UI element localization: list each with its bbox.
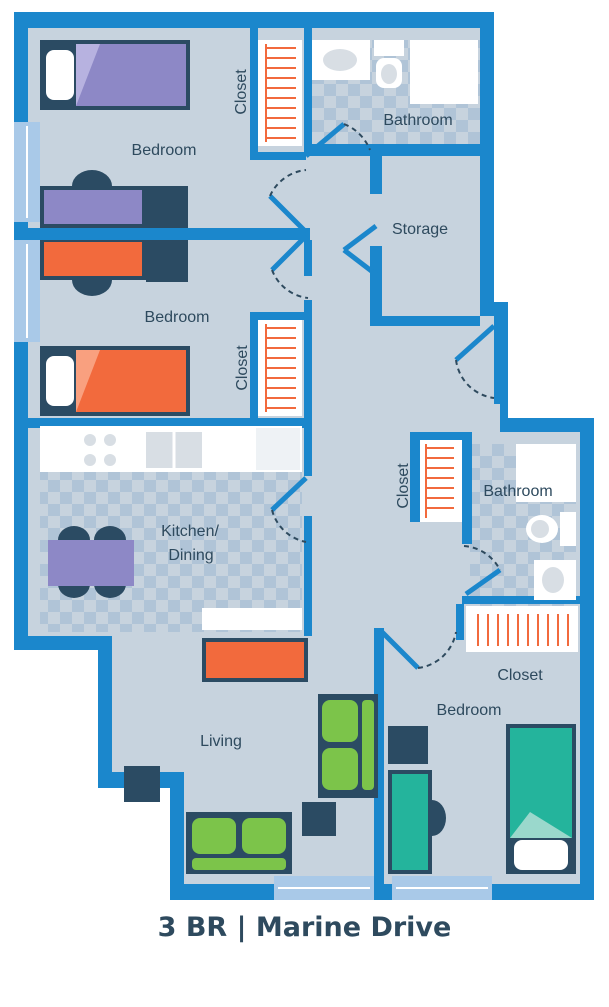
label-living: Living <box>200 733 242 750</box>
doors <box>268 122 502 670</box>
floor-plan: Bedroom Closet Bathroom Storage Bedroom … <box>14 12 594 900</box>
interior-walls <box>28 28 582 900</box>
dining-table <box>48 526 134 598</box>
label-bathroom-1: Bathroom <box>383 112 452 129</box>
room-labels: Bedroom Closet Bathroom Storage Bedroom … <box>132 69 553 750</box>
label-closet-3: Closet <box>395 463 412 509</box>
kitchen-counter <box>40 426 302 472</box>
label-storage: Storage <box>392 221 448 238</box>
label-closet-1: Closet <box>233 69 250 115</box>
label-bedroom-3: Bedroom <box>437 702 502 719</box>
label-bedroom-2: Bedroom <box>145 309 210 326</box>
bedroom-1-furniture <box>40 40 190 228</box>
bedroom-3-furniture <box>388 724 576 874</box>
closet-shelving <box>258 40 578 652</box>
label-closet-2: Closet <box>234 345 251 391</box>
label-closet-4: Closet <box>497 667 543 684</box>
label-bathroom-2: Bathroom <box>483 483 552 500</box>
bathroom-fixtures <box>312 40 576 600</box>
bedroom-2-furniture <box>40 240 190 416</box>
plan-title: 3 BR | Marine Drive <box>157 912 452 943</box>
label-bedroom-1: Bedroom <box>132 142 197 159</box>
living-furniture <box>124 608 378 874</box>
label-kitchen-line2: Dining <box>168 547 213 564</box>
windows <box>14 122 492 900</box>
label-kitchen-line1: Kitchen/ <box>161 523 219 540</box>
